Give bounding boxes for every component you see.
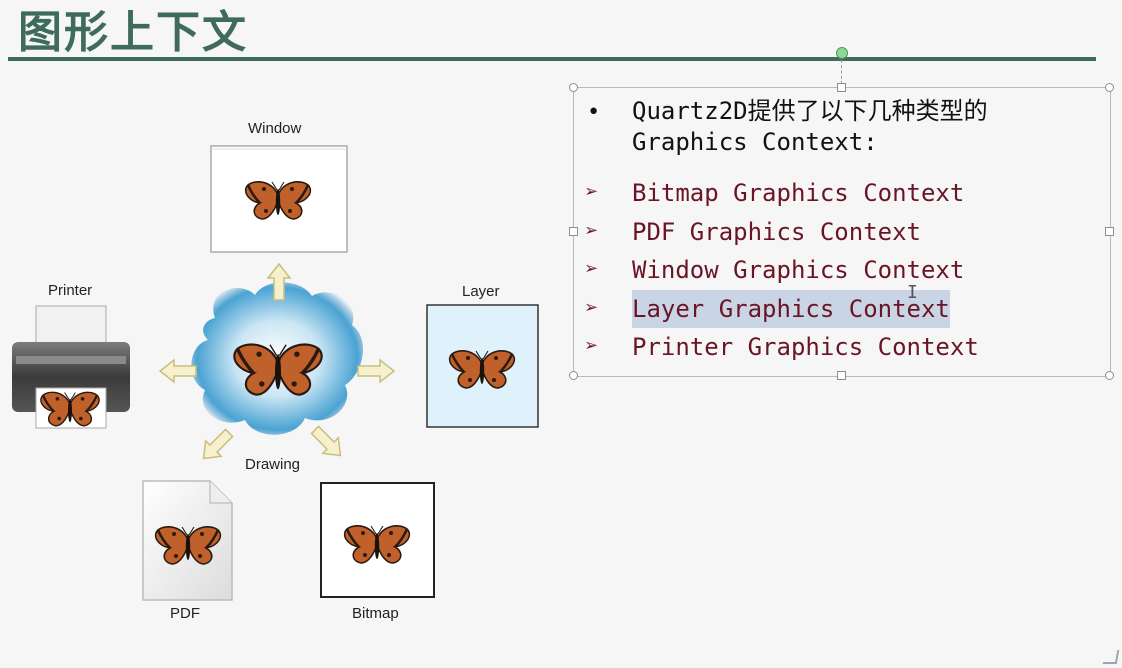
resize-handle-top-left[interactable] xyxy=(569,83,578,92)
arrow-bullet-icon: ➢ xyxy=(585,334,599,359)
context-window: Window Graphics Context xyxy=(632,256,965,284)
arrow-bullet-icon: ➢ xyxy=(585,218,599,244)
drawing-cloud xyxy=(191,282,364,435)
resize-handle-left[interactable] xyxy=(569,227,578,236)
arrow-bullet-icon: ➢ xyxy=(585,257,599,282)
diagram-canvas xyxy=(12,145,539,601)
rotation-handle[interactable] xyxy=(836,47,848,59)
printer-icon xyxy=(12,305,130,429)
window-label: Window xyxy=(248,120,302,137)
rotation-handle-stem xyxy=(841,60,842,84)
layer-label: Layer xyxy=(462,283,500,300)
context-layer-selected-text[interactable]: Layer Graphics Context xyxy=(632,289,950,328)
arrow-bullet-icon: ➢ xyxy=(585,180,599,205)
bitmap-label: Bitmap xyxy=(352,605,399,622)
resize-handle-bottom[interactable] xyxy=(837,371,846,380)
drawing-label: Drawing xyxy=(245,456,301,473)
list-item-selected: ➢ Layer Graphics Context xyxy=(585,289,1105,328)
printer-label: Printer xyxy=(48,282,93,299)
pdf-label: PDF xyxy=(170,605,200,622)
list-item: ➢ Window Graphics Context xyxy=(585,251,1105,290)
title-underline xyxy=(8,57,1096,61)
resize-handle-bottom-right[interactable] xyxy=(1105,371,1114,380)
arrow-bullet-icon: ➢ xyxy=(585,295,599,321)
bullet-list[interactable]: • Quartz2D提供了以下几种类型的Graphics Context: ➢ … xyxy=(585,94,1105,367)
context-pdf: PDF Graphics Context xyxy=(632,217,921,246)
text-cursor-icon: I xyxy=(907,282,918,303)
intro-text: Quartz2D提供了以下几种类型的Graphics Context: xyxy=(632,97,988,156)
list-item: ➢ PDF Graphics Context xyxy=(585,213,1105,252)
resize-handle-bottom-left[interactable] xyxy=(569,371,578,380)
bullet-dot: • xyxy=(587,100,601,125)
arrow-icon xyxy=(357,359,395,383)
context-printer: Printer Graphics Context xyxy=(632,333,979,361)
list-item: ➢ Bitmap Graphics Context xyxy=(585,174,1105,213)
arrow-icon xyxy=(159,359,197,383)
context-bitmap: Bitmap Graphics Context xyxy=(632,179,965,207)
slide-title: 图形上下文 xyxy=(18,7,248,58)
list-item: ➢ Printer Graphics Context xyxy=(585,328,1105,367)
resize-handle-top[interactable] xyxy=(837,83,846,92)
resize-handle-right[interactable] xyxy=(1105,227,1114,236)
resize-handle-top-right[interactable] xyxy=(1105,83,1114,92)
intro-bullet: • Quartz2D提供了以下几种类型的Graphics Context: xyxy=(585,94,1105,174)
resize-corner-icon xyxy=(1102,650,1120,664)
arrow-icon xyxy=(306,421,349,464)
arrow-icon xyxy=(195,424,238,467)
